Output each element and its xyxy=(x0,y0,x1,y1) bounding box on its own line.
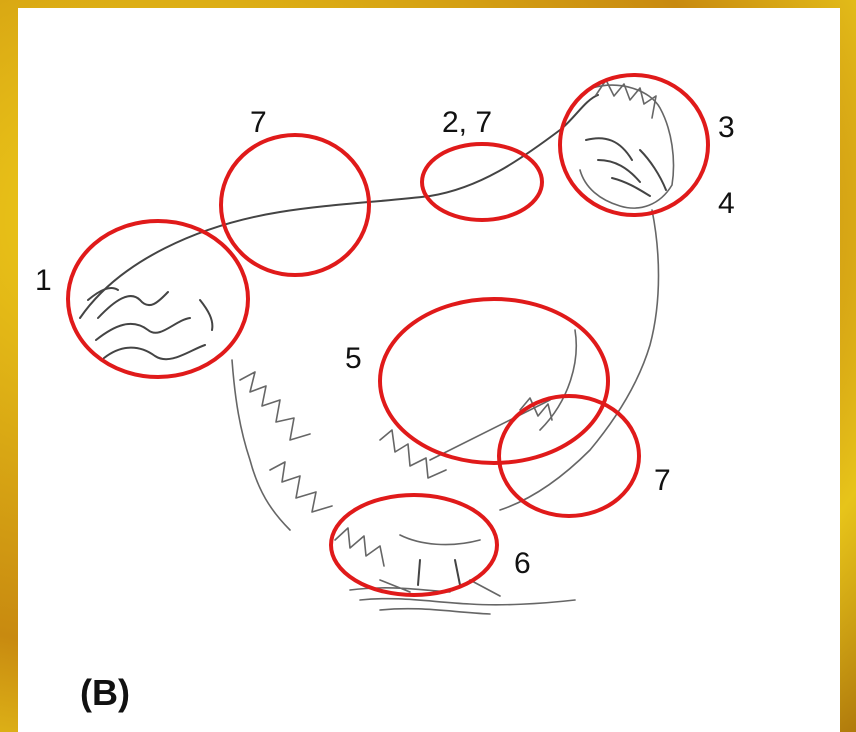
panel-label: (B) xyxy=(80,672,130,713)
number-labels: 1 7 2, 7 3 4 5 7 6 xyxy=(35,106,735,580)
body-feathers xyxy=(232,360,552,530)
label-4: 4 xyxy=(718,187,735,220)
ring-7-right xyxy=(499,396,639,516)
label-5: 5 xyxy=(345,342,362,375)
ring-2-7 xyxy=(422,144,542,220)
legs xyxy=(418,560,460,585)
highlight-rings xyxy=(68,75,708,595)
label-3: 3 xyxy=(718,111,735,144)
label-1: 1 xyxy=(35,264,52,297)
breast-outline xyxy=(500,210,659,510)
ring-6 xyxy=(331,495,497,595)
head-feathers xyxy=(586,138,666,196)
wing-line xyxy=(540,330,576,430)
leg-feathers xyxy=(335,528,480,566)
label-2-7: 2, 7 xyxy=(442,106,492,139)
chicken-sketch xyxy=(80,80,674,614)
tail-feathers xyxy=(88,288,212,359)
chicken-diagram: 1 7 2, 7 3 4 5 7 6 (B) xyxy=(18,8,840,732)
head-outline xyxy=(580,85,674,208)
figure-panel: 1 7 2, 7 3 4 5 7 6 (B) xyxy=(18,8,840,732)
label-6: 6 xyxy=(514,547,531,580)
ring-5 xyxy=(380,299,608,463)
label-7-right: 7 xyxy=(654,464,671,497)
back-outline xyxy=(80,95,598,318)
label-7-top: 7 xyxy=(250,106,267,139)
